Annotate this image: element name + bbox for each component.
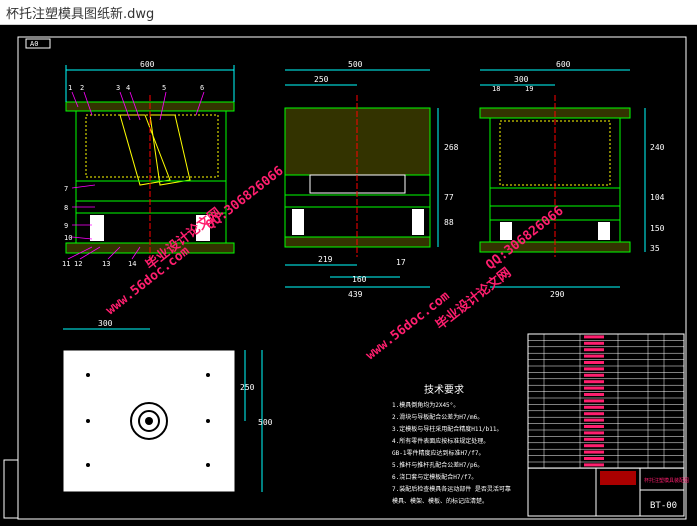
watermark-text: www.56doc.com bbox=[103, 244, 193, 319]
balloon-6: 6 bbox=[200, 84, 204, 92]
drawing-canvas[interactable]: A0 600 1 2 3 4 5 6 7 8 9 10 11 12 13 14 bbox=[0, 25, 697, 526]
tech-req-item: 1.模具倒角均为2X45°。 bbox=[392, 401, 459, 409]
parts-row-mark bbox=[584, 341, 604, 345]
dim-300-plan: 300 bbox=[98, 319, 113, 328]
parts-row-mark bbox=[584, 412, 604, 416]
tech-req-item: 模具、模架、模板、的标记应清楚。 bbox=[392, 497, 488, 505]
sheet-frame bbox=[17, 36, 687, 520]
cad-drawing: A0 600 1 2 3 4 5 6 7 8 9 10 11 12 13 14 bbox=[3, 36, 689, 520]
balloon-5: 5 bbox=[162, 84, 166, 92]
front-view-balloons: 1 2 3 4 5 6 7 8 9 10 11 12 13 14 bbox=[62, 84, 204, 268]
dim-290: 290 bbox=[550, 290, 565, 299]
tech-req-item: 7.装配后检查模具各运动部件 是否灵活可靠 bbox=[392, 485, 511, 493]
dim-600-right: 600 bbox=[556, 60, 571, 69]
dim-17: 17 bbox=[396, 258, 406, 267]
parts-row-mark bbox=[584, 425, 604, 428]
parts-row-mark bbox=[584, 399, 604, 403]
window-titlebar: 杯托注塑模具图纸新.dwg bbox=[0, 0, 697, 25]
dim-300-right: 300 bbox=[514, 75, 529, 84]
balloon-19: 19 bbox=[525, 85, 533, 93]
dim-439: 439 bbox=[348, 290, 363, 299]
dim-240: 240 bbox=[650, 143, 665, 152]
parts-row-mark bbox=[584, 444, 604, 448]
tech-req-item: 6.浇口套与定模板配合H7/f7。 bbox=[392, 473, 477, 481]
title-block-name: 杯托注塑模具装配图 bbox=[644, 477, 689, 484]
balloon-1: 1 bbox=[68, 84, 72, 92]
balloon-8: 8 bbox=[64, 204, 68, 212]
tech-req-item: 4.所有零件表面应按标准规定处理。 bbox=[392, 437, 489, 445]
window-title: 杯托注塑模具图纸新.dwg bbox=[6, 7, 155, 22]
dim-500: 500 bbox=[348, 60, 363, 69]
parts-list bbox=[527, 333, 685, 469]
tech-req-item: 3.定模板与导柱采用配合精度H11/b11。 bbox=[392, 425, 503, 433]
tech-req-title: 技术要求 bbox=[424, 383, 464, 396]
right-view-dims: 600 300 18 19 240 104 150 35 290 bbox=[492, 60, 665, 299]
plan-view bbox=[62, 328, 263, 493]
sheet-label: A0 bbox=[30, 40, 38, 48]
sheet-label-box bbox=[25, 38, 51, 49]
parts-row-mark bbox=[584, 393, 604, 396]
tech-req-item: 2.滑块与导板配合公差为H7/m6。 bbox=[392, 413, 483, 421]
parts-row-mark bbox=[584, 463, 604, 467]
technical-requirements: 技术要求 1.模具倒角均为2X45°。 2.滑块与导板配合公差为H7/m6。 3… bbox=[392, 383, 511, 505]
plan-view-dims: 300 250 500 bbox=[98, 319, 273, 427]
drawing-number: BT-00 bbox=[650, 501, 677, 511]
parts-row-mark bbox=[584, 361, 604, 364]
tech-req-item: 5.推杆与推杆孔配合公差H7/p6。 bbox=[392, 461, 483, 469]
watermark-text: QQ:306826066 bbox=[203, 163, 286, 233]
edge-table bbox=[3, 459, 19, 519]
parts-row-mark bbox=[584, 367, 604, 371]
balloon-7: 7 bbox=[64, 185, 68, 193]
parts-row-mark bbox=[584, 431, 604, 435]
dim-77: 77 bbox=[444, 193, 454, 202]
parts-row-mark bbox=[584, 437, 604, 441]
parts-row-mark bbox=[584, 380, 604, 384]
front-view-leaders bbox=[67, 91, 205, 260]
dim-250-plan: 250 bbox=[240, 383, 255, 392]
balloon-10: 10 bbox=[64, 234, 72, 242]
watermark-text: QQ:306826066 bbox=[483, 203, 566, 273]
balloon-12: 12 bbox=[74, 260, 82, 268]
dim-150: 150 bbox=[650, 224, 665, 233]
parts-row-mark bbox=[584, 354, 604, 358]
balloon-4: 4 bbox=[126, 84, 130, 92]
front-width-dim: 600 bbox=[140, 60, 155, 69]
balloon-14: 14 bbox=[128, 260, 136, 268]
balloon-18: 18 bbox=[492, 85, 500, 93]
title-block: 杯托注塑模具装配图 BT-00 bbox=[527, 467, 689, 517]
dim-88: 88 bbox=[444, 218, 454, 227]
dim-250: 250 bbox=[314, 75, 329, 84]
parts-row-mark bbox=[584, 457, 604, 460]
front-view: 600 bbox=[65, 60, 235, 261]
parts-row-mark bbox=[584, 335, 604, 339]
dim-500-plan: 500 bbox=[258, 418, 273, 427]
dim-268: 268 bbox=[444, 143, 459, 152]
parts-row-mark bbox=[584, 348, 604, 352]
dim-160: 160 bbox=[352, 275, 367, 284]
balloon-9: 9 bbox=[64, 222, 68, 230]
right-view bbox=[479, 69, 646, 288]
side-view bbox=[284, 69, 439, 288]
dim-104: 104 bbox=[650, 193, 665, 202]
balloon-11: 11 bbox=[62, 260, 70, 268]
parts-row-mark bbox=[584, 373, 604, 377]
parts-row-mark bbox=[584, 450, 604, 454]
parts-row-mark bbox=[584, 405, 604, 409]
dim-35: 35 bbox=[650, 244, 660, 253]
parts-row-mark bbox=[584, 418, 604, 422]
dim-219: 219 bbox=[318, 255, 333, 264]
side-view-dims: 500 250 268 77 88 219 17 160 439 bbox=[314, 60, 459, 299]
tech-req-item: GB-1零件精度应达到标准H7/f7。 bbox=[392, 449, 485, 457]
balloon-13: 13 bbox=[102, 260, 110, 268]
balloon-3: 3 bbox=[116, 84, 120, 92]
parts-row-mark bbox=[584, 386, 604, 390]
balloon-2: 2 bbox=[80, 84, 84, 92]
